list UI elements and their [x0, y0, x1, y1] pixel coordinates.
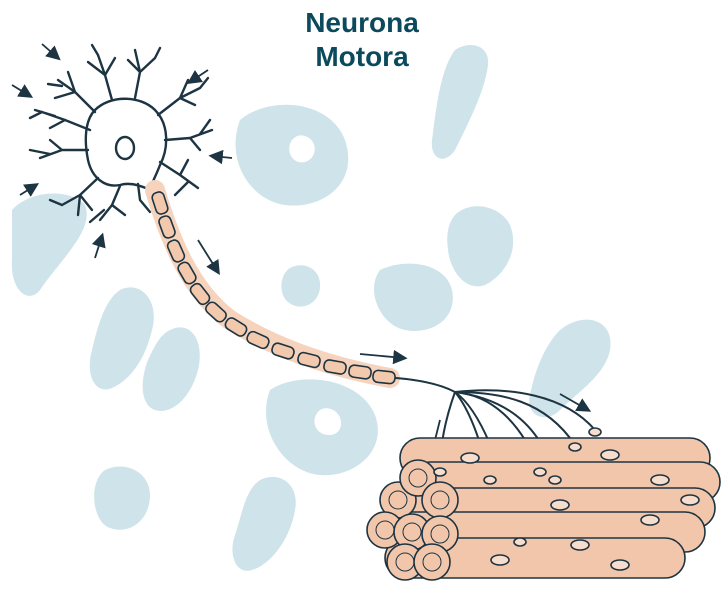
title-line-2: Motora [252, 40, 472, 74]
arrow-input [20, 185, 36, 195]
dendrite [88, 45, 115, 100]
dendrite [30, 140, 88, 158]
dendrite [160, 160, 198, 195]
dendrite [165, 120, 212, 150]
junction [484, 476, 496, 484]
dendrite [158, 78, 208, 115]
blob [529, 320, 610, 418]
fiber-nucleus [491, 555, 509, 565]
fiber-nucleus [611, 560, 629, 570]
blob [281, 265, 320, 306]
fiber-nucleus [571, 540, 589, 550]
muscle-bundle [367, 428, 720, 580]
junction [549, 476, 561, 484]
fiber-end [422, 482, 458, 518]
fiber-nucleus [601, 450, 619, 460]
fiber-end [414, 544, 450, 580]
junction [589, 428, 601, 436]
blob [374, 264, 453, 331]
blob [236, 105, 349, 206]
fiber-nucleus [461, 453, 479, 463]
junction [569, 443, 581, 451]
fiber-nucleus [551, 500, 569, 510]
blob [94, 466, 150, 529]
myelin-segment [348, 365, 371, 380]
arrow-signal [360, 354, 404, 358]
arrow-input [42, 44, 58, 58]
blob [447, 206, 513, 286]
junction [534, 468, 546, 476]
diagram-title: Neurona Motora [252, 6, 472, 74]
blob [232, 477, 295, 571]
blob [266, 379, 378, 475]
title-line-1: Neurona [252, 6, 472, 40]
nucleus [116, 137, 134, 159]
dendrite [128, 48, 160, 98]
arrow-input [212, 156, 232, 158]
arrow-input [95, 236, 102, 258]
blob [143, 327, 200, 411]
soma-outline [86, 99, 166, 190]
arrow-signal [198, 240, 218, 272]
fiber-nucleus [641, 515, 659, 525]
dendrite [48, 72, 95, 112]
junction [514, 538, 526, 546]
arrow-input [12, 85, 30, 96]
fiber-nucleus [681, 495, 699, 505]
blob [12, 194, 87, 296]
myelin-segment [372, 370, 395, 384]
fiber-nucleus [651, 475, 669, 485]
dendrite [90, 186, 125, 222]
dendrite [30, 110, 90, 130]
junction [434, 468, 446, 476]
